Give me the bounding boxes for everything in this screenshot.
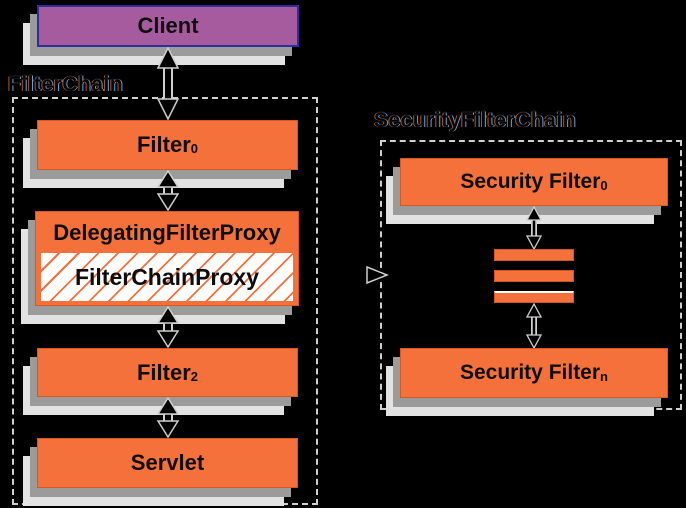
filter2-label: Filter <box>136 359 191 385</box>
client-box: Client <box>37 5 299 47</box>
arrow-filter2-servlet <box>156 397 180 438</box>
stack-bar <box>494 249 574 261</box>
filterchain-label: FilterChain <box>8 73 124 96</box>
delegation-arrowhead-icon <box>366 265 389 285</box>
arrow-stack-securityfiltern <box>525 303 543 349</box>
arrow-securityfilter0-stack <box>525 206 543 250</box>
arrow-filter0-delegatingfilterproxy <box>156 170 180 211</box>
arrow-client-filter0 <box>156 47 180 120</box>
stack-bar <box>494 291 574 303</box>
security-filter0-label: Security Filter <box>460 170 601 193</box>
arrow-delegatingfilterproxy-filter2 <box>156 306 180 348</box>
servlet-box: Servlet <box>37 438 298 488</box>
client-label: Client <box>137 13 199 38</box>
delegating-filter-proxy-box: DelegatingFilterProxy FilterChainProxy <box>35 211 299 306</box>
security-filtern-label: Security Filter <box>459 361 601 384</box>
filter0-label: Filter <box>136 132 191 157</box>
stack-bar <box>494 270 574 282</box>
delegating-filter-proxy-label: DelegatingFilterProxy <box>53 219 281 245</box>
securityfilterchain-label: SecurityFilterChain <box>374 109 577 132</box>
filter-chain-proxy-box: FilterChainProxy <box>41 253 293 301</box>
servlet-label: Servlet <box>130 450 205 475</box>
filter-chain-proxy-label: FilterChainProxy <box>74 263 260 290</box>
